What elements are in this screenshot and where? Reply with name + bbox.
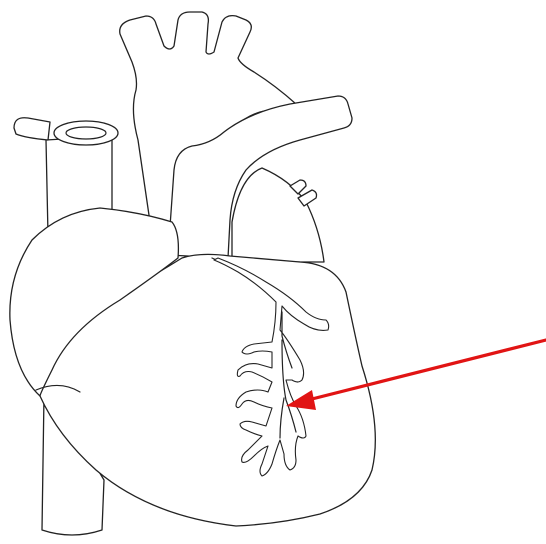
superior-vena-cava-opening: [54, 121, 118, 145]
brachiocephalic-vein: [14, 118, 50, 140]
left-atrium: [232, 168, 324, 262]
